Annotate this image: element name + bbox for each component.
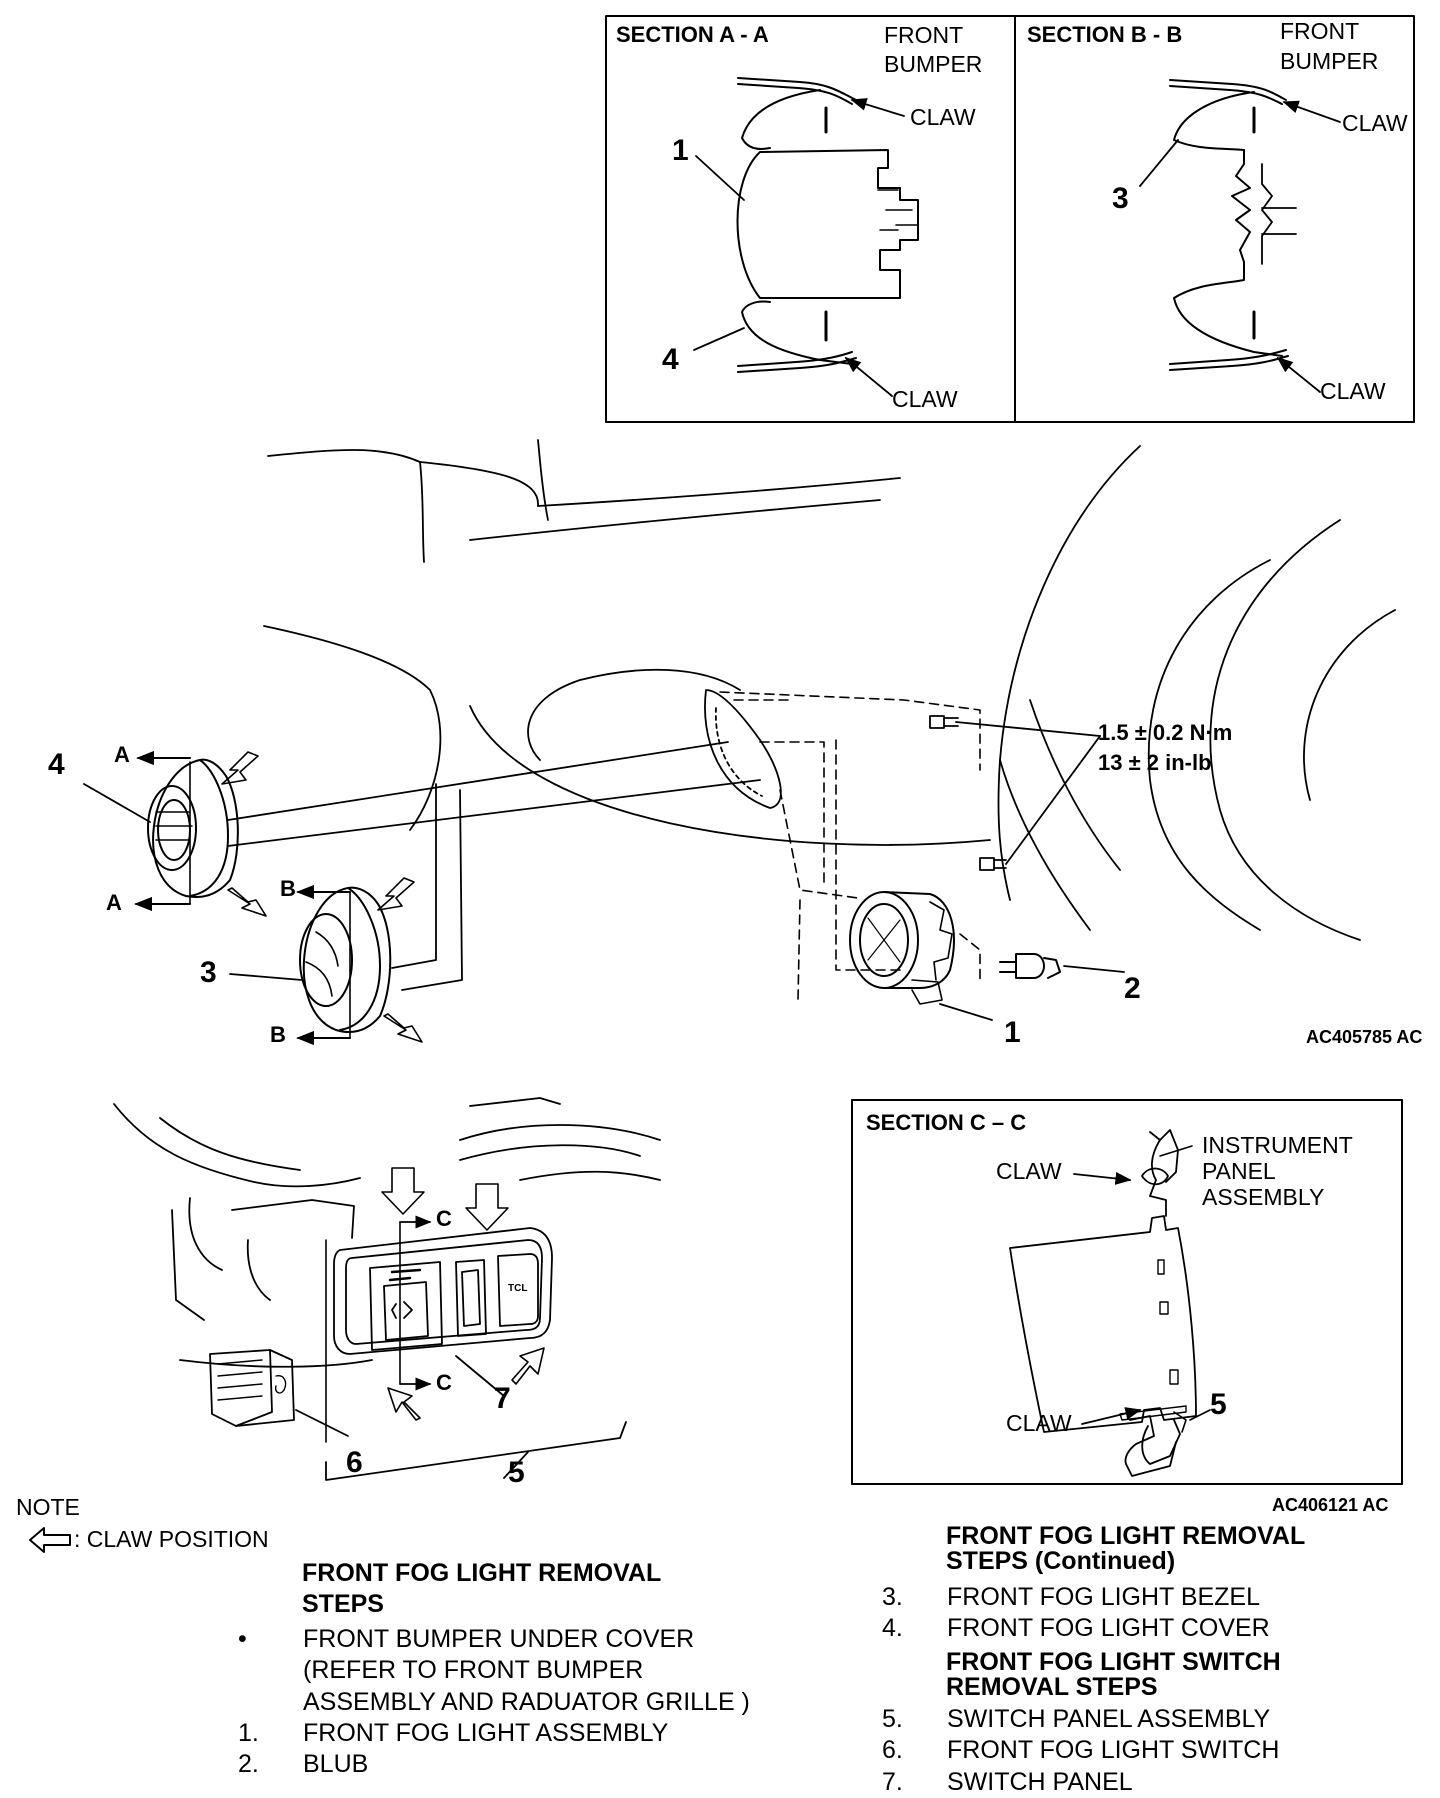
steps-right-list-2: 5. SWITCH PANEL ASSEMBLY 6. FRONT FOG LI… xyxy=(882,1704,1279,1798)
list-marker: • xyxy=(238,1625,247,1653)
section-bb-callout-3: 3 xyxy=(1112,182,1129,215)
section-cc-box xyxy=(851,1099,1403,1485)
list-item: 6. FRONT FOG LIGHT SWITCH xyxy=(882,1735,1279,1766)
list-marker: 2. xyxy=(238,1750,259,1778)
list-item: • FRONT BUMPER UNDER COVER (REFER TO FRO… xyxy=(238,1624,750,1718)
bulb-2 xyxy=(999,953,1125,979)
fog-light-opening xyxy=(704,689,782,809)
step-text: ASSEMBLY AND RADUATOR GRILLE ) xyxy=(303,1687,750,1716)
steps-right-heading: FRONT FOG LIGHT REMOVAL STEPS (Continued… xyxy=(946,1524,1305,1574)
steps-right-heading2-line-2: REMOVAL STEPS xyxy=(946,1673,1158,1701)
instrument-label: INSTRUMENT xyxy=(1202,1132,1353,1158)
steps-right-heading-2: FRONT FOG LIGHT SWITCH REMOVAL STEPS xyxy=(946,1650,1281,1700)
step-text: SWITCH PANEL xyxy=(947,1767,1133,1796)
step-text: (REFER TO FRONT BUMPER xyxy=(303,1656,644,1685)
switch-panel-view xyxy=(113,1097,661,1481)
list-item: 1. FRONT FOG LIGHT ASSEMBLY xyxy=(238,1718,750,1749)
section-b-marker-bottom: B xyxy=(270,1022,286,1047)
section-cc-drawing xyxy=(1009,1129,1211,1477)
section-aa-callout-4: 4 xyxy=(662,343,679,376)
section-c-marker-bottom: C xyxy=(436,1370,452,1395)
list-marker: 3. xyxy=(882,1583,903,1611)
assembly-label: ASSEMBLY xyxy=(1202,1184,1325,1210)
note-title: NOTE xyxy=(16,1494,80,1520)
step-text: FRONT FOG LIGHT ASSEMBLY xyxy=(303,1718,669,1747)
list-item: 4. FRONT FOG LIGHT COVER xyxy=(882,1613,1270,1644)
projection-lines xyxy=(719,691,981,1001)
section-aa-bb-box xyxy=(605,15,1415,423)
callout-6: 6 xyxy=(346,1446,363,1479)
section-a-marker-top: A xyxy=(114,742,130,767)
steps-right-heading2-line-1: FRONT FOG LIGHT SWITCH xyxy=(946,1648,1281,1676)
section-bb-claw-bottom: CLAW xyxy=(1320,378,1386,404)
section-bb-claw-top: CLAW xyxy=(1342,110,1408,136)
section-aa-claw-top: CLAW xyxy=(910,104,976,130)
section-cc-title: SECTION C – C xyxy=(866,1110,1027,1135)
section-bb-title: SECTION B - B xyxy=(1027,22,1183,47)
steps-right-heading-line-1: FRONT FOG LIGHT REMOVAL xyxy=(946,1522,1306,1550)
section-a-marker-bottom: A xyxy=(106,890,122,915)
section-cc-callout-5: 5 xyxy=(1210,1388,1227,1421)
fog-light-cover-4 xyxy=(83,750,267,917)
callout-3: 3 xyxy=(200,956,217,989)
fog-light-bezel-3 xyxy=(229,877,423,1046)
screws xyxy=(929,715,1101,871)
list-marker: 5. xyxy=(882,1705,903,1733)
step-text: FRONT FOG LIGHT SWITCH xyxy=(947,1736,1280,1765)
section-aa-drawing xyxy=(693,77,919,397)
steps-left-heading-line-2: STEPS xyxy=(302,1589,384,1618)
callout-5: 5 xyxy=(508,1456,525,1489)
section-bb-front-label: FRONT xyxy=(1280,18,1360,44)
callout-7: 7 xyxy=(494,1382,511,1415)
list-marker: 1. xyxy=(238,1718,259,1747)
panel-label: PANEL xyxy=(1202,1158,1276,1184)
claw-position-icon xyxy=(29,1527,71,1553)
callout-2: 2 xyxy=(1124,972,1141,1005)
steps-left-heading: FRONT FOG LIGHT REMOVAL STEPS xyxy=(302,1558,661,1619)
steps-right-heading-line-2: STEPS (Continued) xyxy=(946,1547,1176,1575)
tcl-switch-label: TCL xyxy=(508,1283,528,1294)
list-item: 7. SWITCH PANEL xyxy=(882,1767,1279,1798)
list-marker: 7. xyxy=(882,1767,903,1796)
list-marker: 4. xyxy=(882,1614,903,1643)
steps-left-list: • FRONT BUMPER UNDER COVER (REFER TO FRO… xyxy=(238,1624,750,1780)
step-text: SWITCH PANEL ASSEMBLY xyxy=(947,1705,1271,1733)
torque-metric: 1.5 ± 0.2 N·m xyxy=(1098,720,1233,745)
section-aa-bumper-label: BUMPER xyxy=(884,51,983,77)
ref-code-switch: AC406121 AC xyxy=(1272,1495,1389,1515)
step-text: BLUB xyxy=(303,1750,369,1778)
list-item: 2. BLUB xyxy=(238,1749,750,1780)
list-item: 3. FRONT FOG LIGHT BEZEL xyxy=(882,1582,1270,1613)
section-cc-claw-top: CLAW xyxy=(996,1158,1062,1184)
steps-left-heading-line-1: FRONT FOG LIGHT REMOVAL xyxy=(302,1559,662,1587)
step-text: FRONT FOG LIGHT BEZEL xyxy=(947,1583,1261,1611)
list-item: 5. SWITCH PANEL ASSEMBLY xyxy=(882,1704,1279,1735)
fog-light-assembly-1 xyxy=(849,891,993,1021)
bumper-outline xyxy=(263,439,1396,941)
guide-lines xyxy=(227,741,761,991)
ref-code-main: AC405785 AC xyxy=(1306,1027,1423,1047)
steps-right-list: 3. FRONT FOG LIGHT BEZEL 4. FRONT FOG LI… xyxy=(882,1582,1270,1645)
callout-1: 1 xyxy=(1004,1016,1021,1049)
section-bb-drawing xyxy=(1139,79,1341,393)
section-cc-claw-bottom: CLAW xyxy=(1006,1410,1072,1436)
section-c-marker-top: C xyxy=(436,1206,452,1231)
section-aa-title: SECTION A - A xyxy=(616,22,769,47)
section-b-marker-top: B xyxy=(280,876,296,901)
step-text: FRONT BUMPER UNDER COVER xyxy=(303,1625,695,1653)
section-aa-callout-1: 1 xyxy=(672,134,689,167)
section-aa-front-label: FRONT xyxy=(884,22,964,48)
note-legend: : CLAW POSITION xyxy=(74,1526,269,1552)
torque-imperial: 13 ± 2 in-lb xyxy=(1098,750,1212,775)
step-text: FRONT FOG LIGHT COVER xyxy=(947,1614,1270,1643)
section-bb-bumper-label: BUMPER xyxy=(1280,48,1379,74)
list-marker: 6. xyxy=(882,1736,903,1765)
callout-4: 4 xyxy=(48,748,65,781)
section-aa-claw-bottom: CLAW xyxy=(892,386,958,412)
